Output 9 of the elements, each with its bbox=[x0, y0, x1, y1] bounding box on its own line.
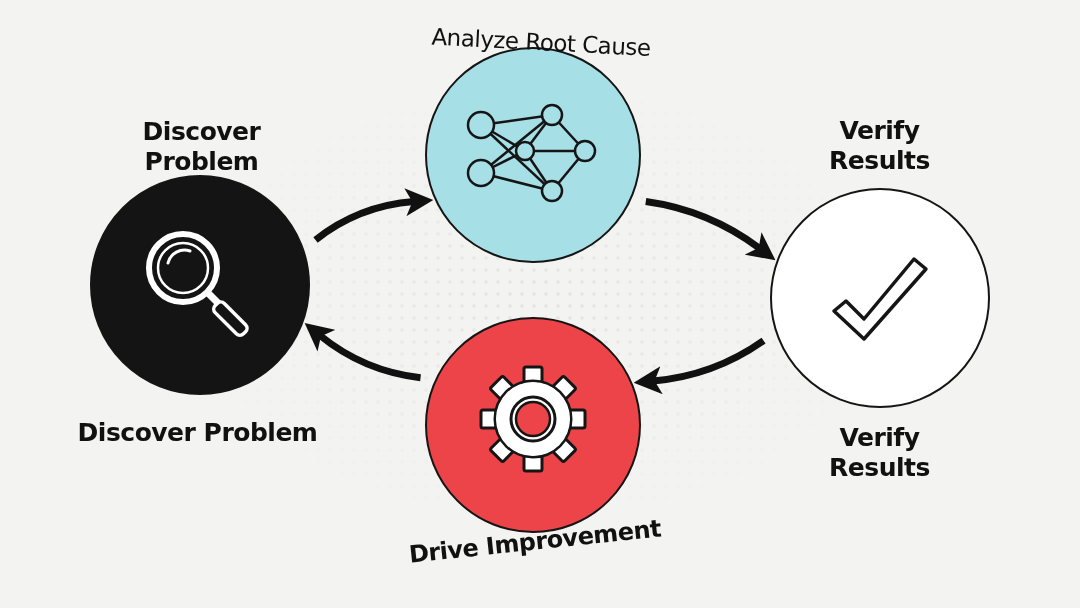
step-label: Drive Improvement bbox=[406, 512, 663, 571]
step-label: Analyze Root Cause bbox=[429, 22, 652, 63]
curved-arrow bbox=[645, 198, 776, 260]
curved-arrow bbox=[313, 188, 434, 243]
step-label: Verify Results bbox=[828, 422, 931, 483]
step-label: Discover Problem bbox=[76, 417, 319, 448]
step-label: Discover Problem bbox=[141, 116, 262, 177]
curved-arrow bbox=[633, 337, 766, 395]
step-label: Verify Results bbox=[828, 115, 931, 176]
